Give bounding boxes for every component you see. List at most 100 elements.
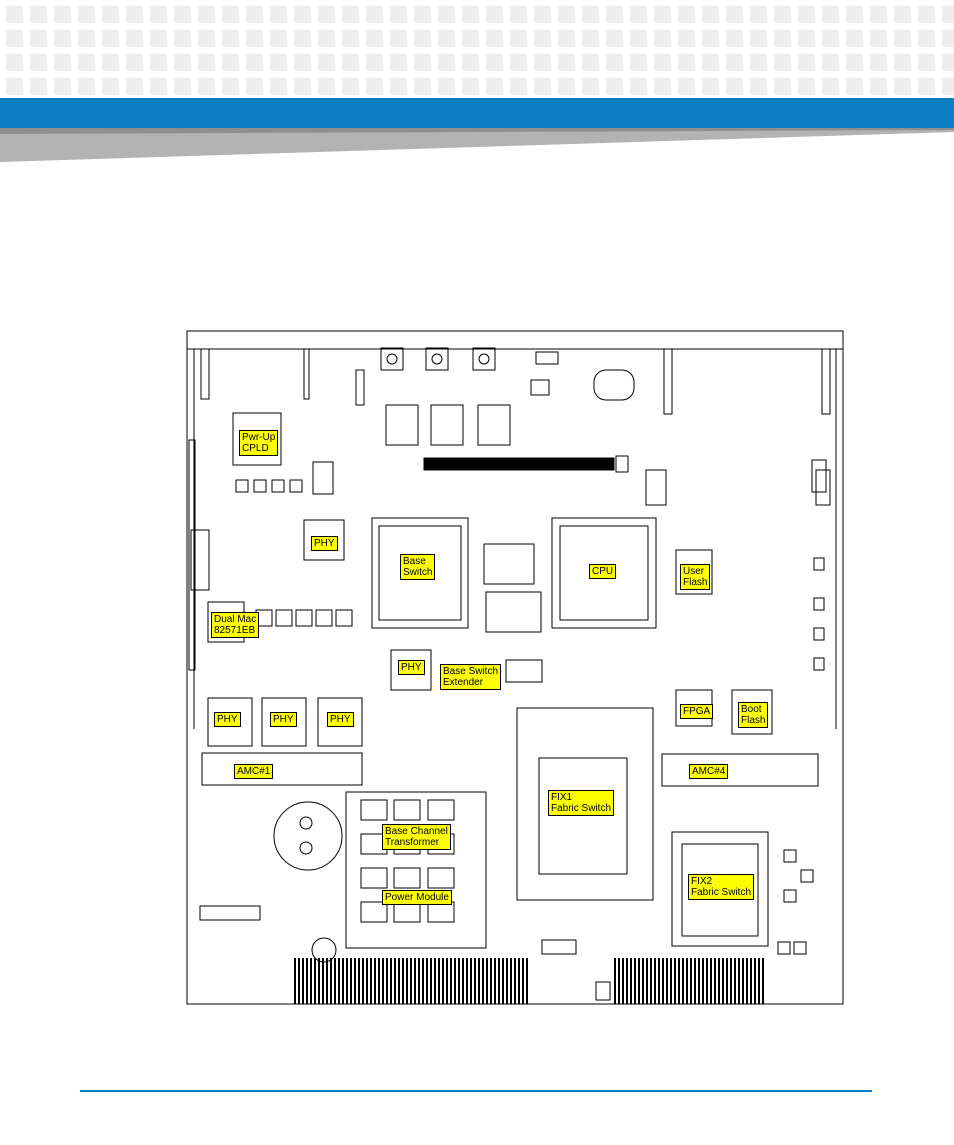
header-pattern-square <box>366 30 383 47</box>
header-pattern-square <box>798 6 815 23</box>
label-dual-mac-line1: Dual Mac <box>214 614 257 625</box>
header-pattern-square <box>366 54 383 71</box>
header-pattern-square <box>486 6 503 23</box>
header-pattern-square <box>630 30 647 47</box>
header-pattern-square <box>318 30 335 47</box>
label-amc4: AMC#4 <box>689 764 729 779</box>
label-power-module: Power Module <box>382 890 452 905</box>
header-pattern-square <box>30 54 47 71</box>
header-pattern-square <box>702 6 719 23</box>
header-pattern-square <box>558 6 575 23</box>
label-fix2: FIX2 Fabric Switch <box>688 874 755 900</box>
header-pattern-square <box>126 54 143 71</box>
header-pattern-square <box>918 30 935 47</box>
header-pattern-square <box>54 6 71 23</box>
label-fix1-line1: FIX1 <box>551 792 573 803</box>
header-pattern-square <box>198 6 215 23</box>
label-cpu: CPU <box>589 564 617 579</box>
header-pattern-square <box>822 30 839 47</box>
label-base-switch-extender-line1: Base Switch <box>443 666 499 677</box>
label-boot-flash-line1: Boot <box>741 704 762 715</box>
label-base-switch-extender-line2: Extender <box>443 677 484 688</box>
header-pattern-square <box>294 30 311 47</box>
header-pattern-square <box>798 78 815 95</box>
label-base-switch: Base Switch <box>400 554 436 580</box>
header-pattern-square <box>918 6 935 23</box>
header-pattern-square <box>942 78 954 95</box>
footer-rule <box>80 1090 872 1092</box>
label-phy-c: PHY <box>327 712 354 727</box>
header-pattern-square <box>438 54 455 71</box>
board-layout-figure: Pwr-Up CPLD PHY Base Switch CPU User Fla… <box>186 330 844 1006</box>
header-pattern-square <box>534 54 551 71</box>
label-pwr-up-cpld-line2: CPLD <box>242 443 269 454</box>
header-pattern-square <box>630 54 647 71</box>
header-pattern-square <box>534 78 551 95</box>
header-pattern-square <box>606 78 623 95</box>
header-pattern-square <box>726 78 743 95</box>
header-pattern-square <box>846 78 863 95</box>
header-pattern-square <box>318 6 335 23</box>
header-pattern-square <box>6 6 23 23</box>
header-pattern-square <box>414 30 431 47</box>
header-pattern-square <box>702 30 719 47</box>
header-pattern-square <box>678 54 695 71</box>
header-pattern-square <box>582 6 599 23</box>
header-pattern-square <box>798 54 815 71</box>
header-pattern-square <box>894 30 911 47</box>
header-pattern-square <box>846 30 863 47</box>
header-pattern-square <box>318 54 335 71</box>
header-pattern-square <box>558 78 575 95</box>
header-pattern-square <box>30 6 47 23</box>
header-pattern-square <box>822 78 839 95</box>
header-pattern-square <box>894 54 911 71</box>
header-pattern-square <box>174 6 191 23</box>
label-fix1: FIX1 Fabric Switch <box>548 790 615 816</box>
header-pattern-square <box>486 54 503 71</box>
header-pattern-square <box>126 6 143 23</box>
label-fix2-line2: Fabric Switch <box>691 887 752 898</box>
header-pattern-square <box>390 30 407 47</box>
header-pattern-square <box>462 78 479 95</box>
header-pattern-square <box>510 78 527 95</box>
header-pattern-square <box>222 54 239 71</box>
header-pattern-square <box>822 54 839 71</box>
header-pattern-square <box>390 6 407 23</box>
header-pattern-square <box>150 78 167 95</box>
label-pwr-up-cpld: Pwr-Up CPLD <box>239 430 279 456</box>
label-base-switch-line2: Switch <box>403 567 433 578</box>
header-pattern-square <box>462 54 479 71</box>
header-pattern-square <box>222 30 239 47</box>
header-pattern-square <box>246 30 263 47</box>
header-pattern-square <box>462 30 479 47</box>
header-pattern-square <box>78 30 95 47</box>
header-pattern-square <box>438 78 455 95</box>
label-base-channel-transformer-line1: Base Channel <box>385 826 448 837</box>
header-pattern-square <box>534 30 551 47</box>
header-pattern-square <box>270 6 287 23</box>
header-pattern-square <box>702 54 719 71</box>
header-pattern-square <box>54 30 71 47</box>
header-pattern-square <box>342 30 359 47</box>
header-pattern-square <box>222 6 239 23</box>
header-pattern-square <box>414 78 431 95</box>
header-pattern-square <box>102 54 119 71</box>
header-pattern-square <box>390 54 407 71</box>
header-pattern-square <box>486 30 503 47</box>
label-dual-mac-line2: 82571EB <box>214 625 256 636</box>
header-pattern-square <box>510 54 527 71</box>
header-pattern-square <box>606 30 623 47</box>
header-pattern-square <box>846 6 863 23</box>
header-pattern-square <box>294 54 311 71</box>
header-pattern-square <box>774 78 791 95</box>
label-base-channel-transformer: Base Channel Transformer <box>382 824 451 850</box>
header-pattern-square <box>942 30 954 47</box>
header-pattern-square <box>222 78 239 95</box>
header-pattern-square <box>102 6 119 23</box>
header-pattern-square <box>102 30 119 47</box>
header-pattern-square <box>894 6 911 23</box>
header-pattern-square <box>342 78 359 95</box>
header-pattern-square <box>126 30 143 47</box>
header-pattern-square <box>414 54 431 71</box>
header-pattern-square <box>150 6 167 23</box>
